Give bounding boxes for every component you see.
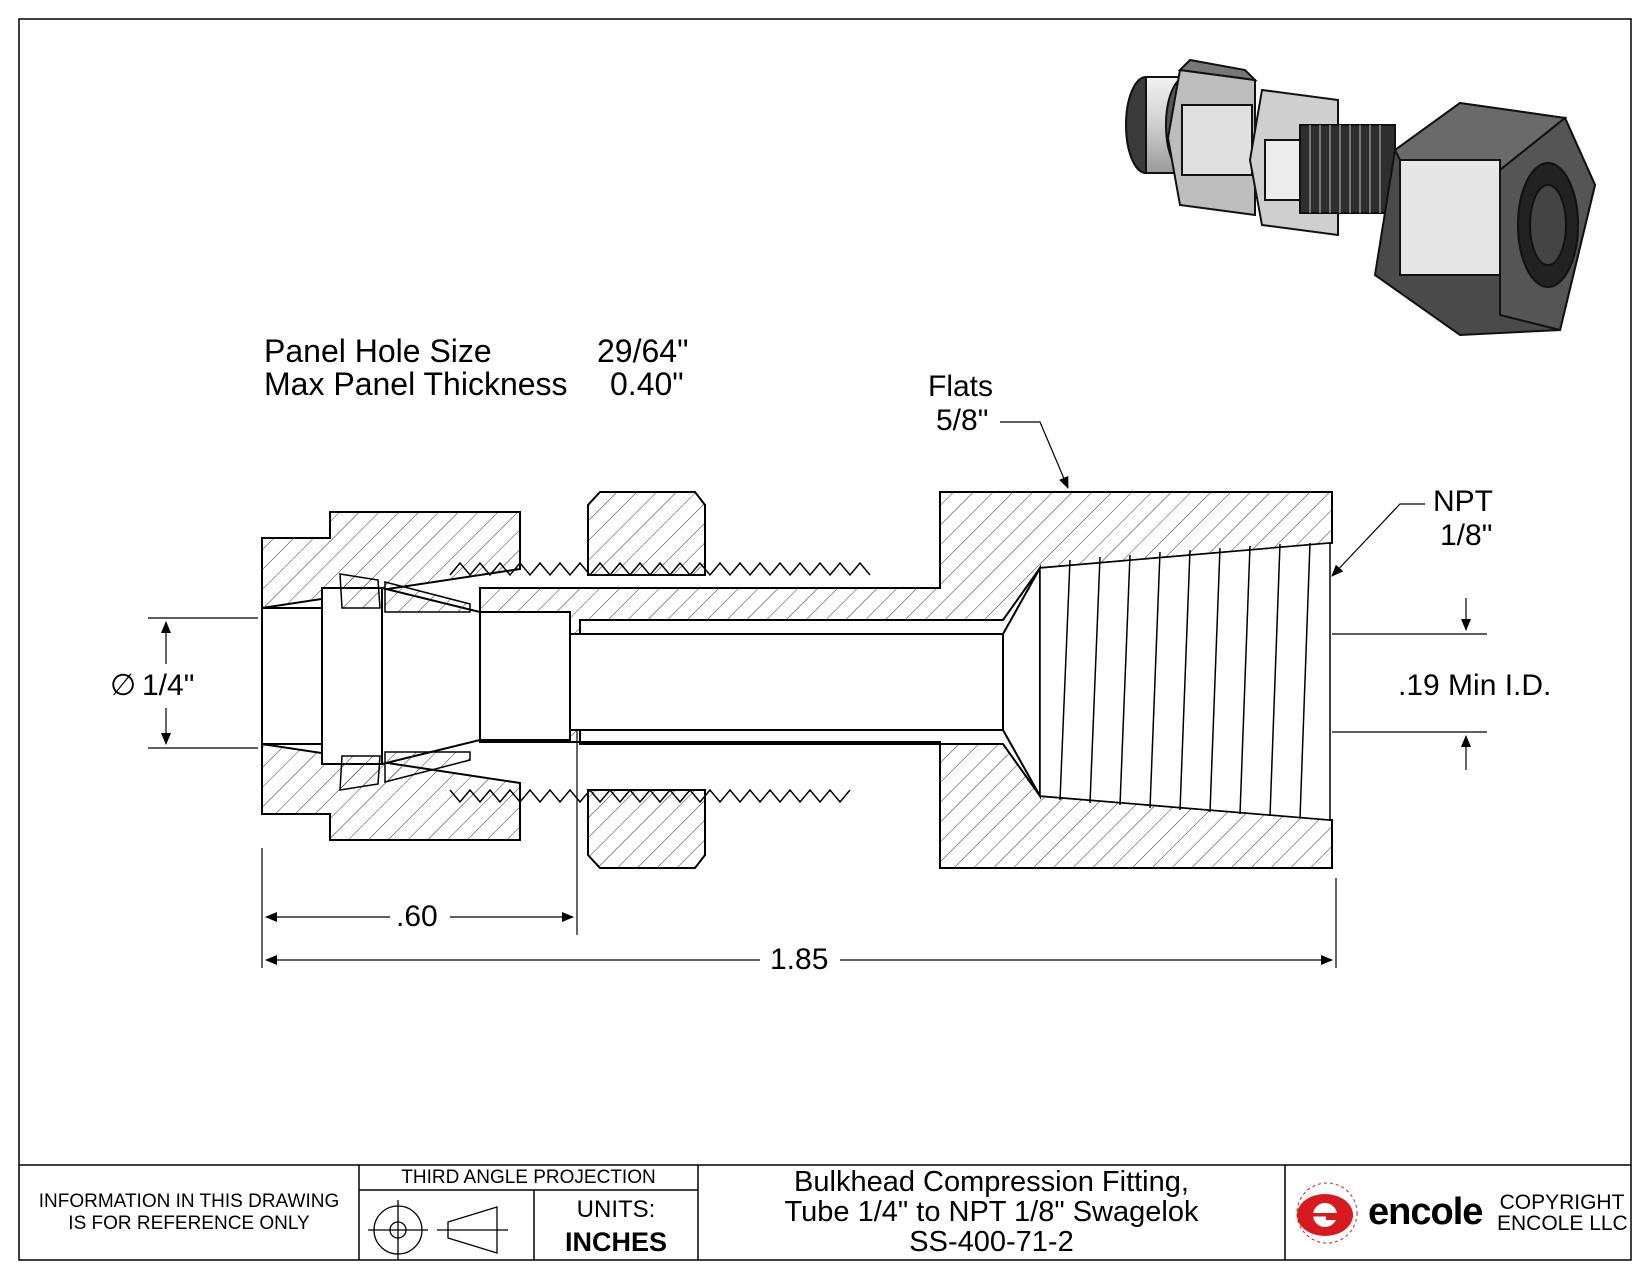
- tube-diameter-dimension: 1/4": [142, 669, 195, 702]
- internal-npt-threads: [1039, 542, 1331, 821]
- ferrules: [339, 573, 471, 791]
- max-panel-thickness-label: Max Panel Thickness: [264, 366, 568, 402]
- title-block-grid: [19, 1164, 1631, 1260]
- units-label: UNITS:: [576, 1196, 656, 1223]
- panel-nut-section: [587, 491, 706, 869]
- projection-label: THIRD ANGLE PROJECTION: [401, 1167, 656, 1188]
- flats-value: 5/8": [936, 404, 989, 437]
- flats-label: Flats: [928, 370, 994, 403]
- units-value: INCHES: [564, 1227, 667, 1257]
- copyright-line-1: COPYRIGHT: [1499, 1191, 1625, 1214]
- diameter-symbol: ∅: [110, 669, 137, 702]
- dimension-lines: [148, 421, 1487, 968]
- compression-nut-section: [261, 511, 521, 841]
- nut-length-dimension: .60: [396, 900, 438, 933]
- fitting-3d-render: [1125, 58, 1597, 337]
- panel-hole-size-value: 29/64": [597, 333, 689, 369]
- external-threads-bottom: [449, 788, 851, 804]
- external-threads-top: [449, 561, 871, 577]
- bore-outline: [261, 564, 1041, 800]
- copyright-line-2: ENCOLE LLC: [1497, 1212, 1628, 1235]
- encole-logo: [1296, 1182, 1358, 1244]
- overall-length-dimension: 1.85: [770, 943, 829, 976]
- max-panel-thickness-value: 0.40": [610, 366, 684, 402]
- projection-symbol: [368, 1200, 508, 1260]
- sheet-border: [18, 18, 1632, 1261]
- disclaimer-line-1: INFORMATION IN THIS DRAWING: [38, 1191, 340, 1212]
- npt-value: 1/8": [1440, 519, 1493, 552]
- drawing-title-line-1: Bulkhead Compression Fitting,: [794, 1166, 1189, 1198]
- part-number: SS-400-71-2: [909, 1226, 1074, 1258]
- npt-label: NPT: [1433, 485, 1493, 518]
- disclaimer-line-2: IS FOR REFERENCE ONLY: [68, 1213, 310, 1234]
- drawing-title-line-2: Tube 1/4" to NPT 1/8" Swagelok: [784, 1196, 1199, 1228]
- min-id-dimension: .19 Min I.D.: [1398, 669, 1552, 702]
- brand-name: encole: [1368, 1191, 1483, 1233]
- panel-hole-size-label: Panel Hole Size: [264, 333, 492, 369]
